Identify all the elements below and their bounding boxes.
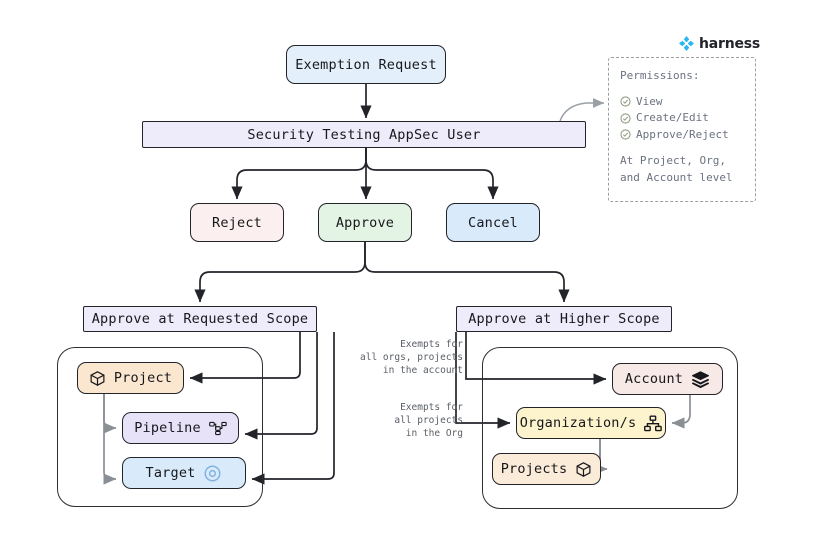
node-label: Projects: [500, 461, 568, 477]
harness-diamond-logo-icon: [678, 35, 695, 52]
node-approve[interactable]: Approve: [318, 203, 412, 242]
permission-label: Create/Edit: [636, 111, 709, 124]
permissions-footer-line1: At Project, Org,: [620, 154, 726, 167]
node-graph-icon: [208, 421, 227, 436]
node-label: Reject: [212, 214, 262, 231]
edge-label-to-org: Exempts for all projects in the Org: [394, 402, 463, 440]
node-approve-higher-scope[interactable]: Approve at Higher Scope: [456, 306, 672, 332]
node-label: Cancel: [468, 214, 518, 231]
node-label: Approve at Requested Scope: [91, 311, 309, 327]
node-label: Organization/s: [519, 415, 637, 431]
node-project[interactable]: Project: [77, 362, 184, 394]
node-organization[interactable]: Organization/s: [516, 407, 666, 439]
org-chart-icon: [644, 414, 663, 432]
node-account[interactable]: Account: [612, 363, 723, 395]
check-circle-icon: [620, 96, 631, 107]
node-label: Project: [113, 370, 173, 386]
higher-scope-group: [482, 347, 738, 509]
permission-item-create-edit: Create/Edit: [620, 110, 744, 127]
node-exemption-request[interactable]: Exemption Request: [286, 45, 446, 84]
check-circle-icon: [620, 129, 631, 140]
node-pipeline[interactable]: Pipeline: [122, 412, 239, 444]
node-approve-requested-scope[interactable]: Approve at Requested Scope: [83, 306, 317, 332]
node-label: Account: [624, 371, 684, 387]
layers-stack-icon: [691, 370, 710, 389]
cube-icon: [89, 370, 106, 387]
harness-logo: harness: [678, 35, 760, 52]
cube-icon: [575, 461, 592, 478]
permission-item-view: View: [620, 94, 744, 111]
permission-label: Approve/Reject: [636, 127, 729, 141]
harness-wordmark: harness: [699, 35, 761, 52]
node-label: Approve at Higher Scope: [468, 311, 660, 327]
node-label: Target: [145, 465, 196, 481]
permissions-footer-line2: and Account level: [620, 170, 733, 184]
edge-label-to-account: Exempts for all orgs, projects in the ac…: [360, 339, 463, 377]
node-cancel[interactable]: Cancel: [446, 203, 540, 242]
node-projects[interactable]: Projects: [492, 453, 601, 485]
permissions-note: Permissions: View Create/Edit: [608, 57, 756, 202]
node-label: Security Testing AppSec User: [247, 126, 481, 143]
permission-item-approve-reject: Approve/Reject: [620, 127, 744, 144]
permission-label: View: [636, 94, 663, 108]
node-label: Approve: [335, 214, 395, 231]
node-reject[interactable]: Reject: [190, 203, 284, 242]
node-target[interactable]: Target: [122, 457, 246, 489]
check-circle-icon: [620, 113, 631, 124]
permissions-title: Permissions:: [620, 69, 700, 82]
target-circle-icon: [203, 464, 222, 483]
node-label: Pipeline: [134, 420, 201, 436]
requested-scope-group: [57, 347, 263, 507]
node-label: Exemption Request: [295, 56, 437, 73]
node-appsec-user[interactable]: Security Testing AppSec User: [142, 121, 586, 148]
